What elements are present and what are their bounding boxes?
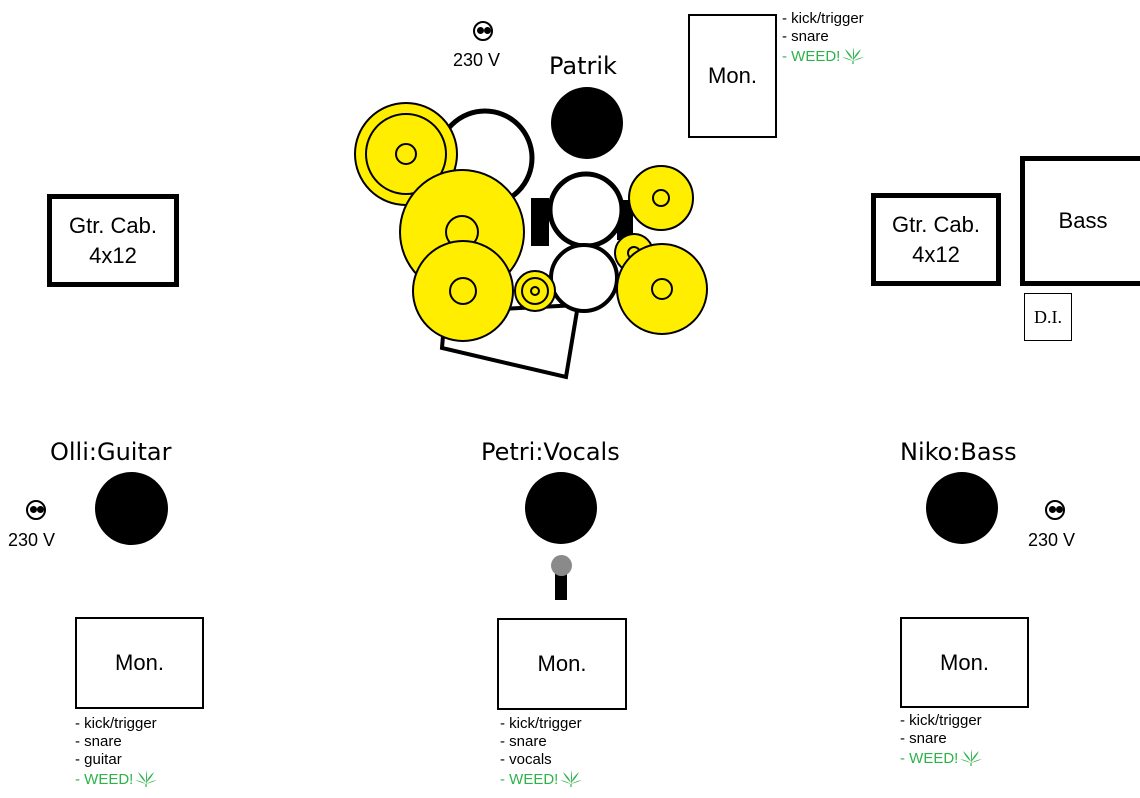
guitarist: [95, 472, 168, 545]
bassist-power-outlet: 230 V: [1028, 498, 1098, 568]
microphone-icon: [551, 555, 572, 576]
drum-monitor-mix: - kick/trigger - snare - WEED!: [782, 10, 865, 65]
microphone-stand: [555, 572, 567, 600]
mix-item: - snare: [900, 730, 947, 747]
cannabis-leaf-icon: [135, 770, 158, 787]
weed-label: - WEED!: [75, 771, 134, 788]
mix-item-weed: - WEED!: [782, 46, 865, 65]
crash-cymbal-2: [412, 240, 514, 342]
cannabis-leaf-icon: [560, 770, 583, 787]
mix-item: - kick/trigger: [782, 10, 864, 27]
kick-pedal-left: [531, 198, 549, 246]
bass-cab-label: Bass: [1058, 208, 1108, 233]
drum-monitor: Mon.: [688, 14, 777, 138]
cannabis-leaf-icon: [842, 47, 865, 64]
cannabis-leaf-icon: [960, 749, 983, 766]
mix-item-weed: - WEED!: [500, 769, 583, 788]
power-outlet-icon: [1045, 500, 1065, 520]
drummer-name: Patrik: [549, 52, 617, 80]
drum-monitor-label: Mon.: [708, 63, 757, 88]
drum-kit: [354, 102, 708, 380]
power-outlet-icon: [26, 500, 46, 520]
drummer: [551, 87, 623, 159]
drum-power-label: 230 V: [453, 50, 501, 70]
mix-item: - snare: [75, 733, 122, 750]
cab-size: 4x12: [912, 241, 960, 267]
bass-cab: Bass: [1020, 156, 1140, 286]
di-box-label: D.I.: [1034, 307, 1062, 327]
bassist-monitor-mix: - kick/trigger - snare - WEED!: [900, 712, 983, 767]
power-outlet-icon: [473, 21, 493, 41]
weed-label: - WEED!: [500, 771, 559, 788]
vocalist-monitor: Mon.: [497, 618, 627, 710]
mix-item: - kick/trigger: [500, 715, 582, 732]
mix-item: - vocals: [500, 751, 552, 768]
rack-tom-2: [549, 243, 619, 313]
bassist-monitor: Mon.: [900, 617, 1029, 708]
cab-label: Gtr. Cab.: [891, 211, 981, 237]
mix-item: - snare: [782, 28, 829, 45]
guitarist-name: Olli:Guitar: [50, 438, 172, 466]
vocalist: [525, 472, 597, 544]
mix-item-weed: - WEED!: [75, 769, 158, 788]
monitor-label: Mon.: [115, 650, 164, 675]
bassist-power-label: 230 V: [1028, 530, 1076, 550]
cab-size: 4x12: [89, 242, 137, 268]
mix-item: - snare: [500, 733, 547, 750]
vocalist-monitor-mix: - kick/trigger - snare - vocals - WEED!: [500, 715, 583, 788]
guitarist-monitor-mix: - kick/trigger - snare - guitar - WEED!: [75, 715, 158, 788]
mix-item: - kick/trigger: [900, 712, 982, 729]
guitarist-monitor: Mon.: [75, 617, 204, 709]
splash-cymbal: [628, 165, 694, 231]
di-box: D.I.: [1024, 293, 1072, 341]
drum-power-outlet: 230 V: [453, 16, 513, 86]
rack-tom-1: [547, 171, 625, 249]
bassist-name: Niko:Bass: [900, 438, 1017, 466]
cab-label: Gtr. Cab.: [68, 212, 158, 238]
right-guitar-cab: Gtr. Cab. 4x12: [871, 193, 1001, 286]
mix-item: - guitar: [75, 751, 122, 768]
left-guitar-cab: Gtr. Cab. 4x12: [47, 194, 179, 287]
weed-label: - WEED!: [900, 750, 959, 767]
hi-hat: [514, 270, 556, 312]
guitarist-power-outlet: 230 V: [8, 498, 68, 568]
mix-item-weed: - WEED!: [900, 748, 983, 767]
vocalist-name: Petri:Vocals: [481, 438, 620, 466]
mix-item: - kick/trigger: [75, 715, 157, 732]
bassist: [926, 472, 998, 544]
monitor-label: Mon.: [940, 649, 989, 675]
guitarist-power-label: 230 V: [8, 530, 56, 550]
monitor-label: Mon.: [537, 651, 587, 676]
weed-label: - WEED!: [782, 48, 841, 65]
china-cymbal: [616, 243, 708, 335]
